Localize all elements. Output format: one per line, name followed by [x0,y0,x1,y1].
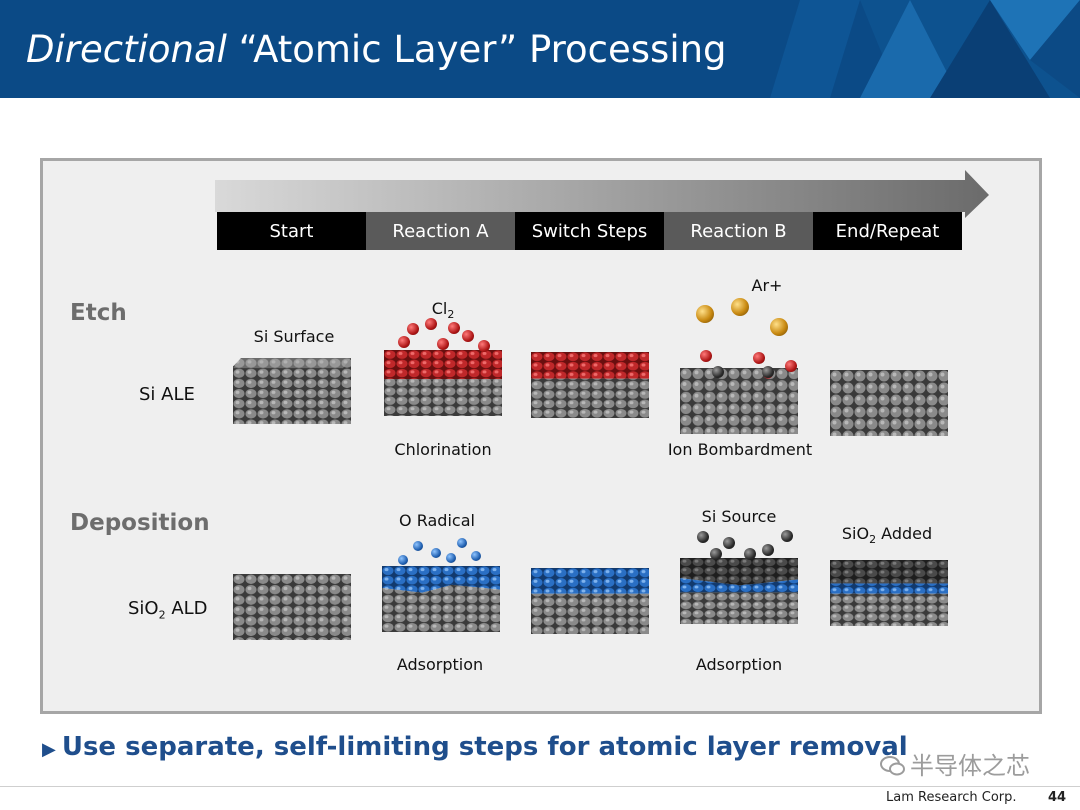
chlorine-atom [448,322,460,334]
etch-section-label: Etch [70,300,127,326]
deposition-section-label: Deposition [70,510,210,536]
si-source-caption: Si Source [701,507,777,526]
company-name: Lam Research Corp. [886,790,1017,805]
adsorption-caption-a: Adsorption [396,655,484,674]
argon-ion [696,305,714,323]
chlorine-atom [785,360,797,372]
process-arrow [215,170,989,218]
silicon-source-molecule [697,531,709,543]
sio2-ald-row-label: SiO2 ALD [128,598,208,622]
sio2-ald-label-sub: 2 [158,608,166,622]
page-title: Directional “Atomic Layer” Processing [26,28,727,71]
oxygen-radical [398,555,408,565]
ion-bombarded-crystal [680,368,798,434]
si-adsorbed-crystal [680,558,798,624]
deposition-start-crystal [233,574,351,640]
oxygen-radical [446,553,456,563]
sio2-added-sub: 2 [869,533,877,547]
chlorinated-crystal [384,350,502,416]
oxygen-radical [413,541,423,551]
step-start: Start [217,212,366,250]
chlorine-atom [462,330,474,342]
triangle-right-icon: ▶ [42,739,56,760]
silicon-chloride-product [762,366,774,378]
slide-header: Directional “Atomic Layer” Processing [0,0,1080,98]
oxygen-radical [431,548,441,558]
silicon-source-molecule [762,544,774,556]
step-end-repeat: End/Repeat [813,212,962,250]
si-ale-row-label: Si ALE [139,384,195,405]
switch-step-etch-crystal [531,352,649,418]
sio2-ald-label-rest: ALD [165,598,208,619]
step-switch-steps: Switch Steps [515,212,664,250]
cl2-caption-base: Cl [431,299,448,318]
oxygen-radical [471,551,481,561]
chlorination-caption: Chlorination [394,440,492,459]
wechat-icon [880,756,905,776]
o-adsorbed-crystal [382,566,500,632]
chlorine-atom [753,352,765,364]
ar-plus-caption: Ar+ [751,276,783,295]
chlorine-atom [700,350,712,362]
silicon-source-molecule [744,548,756,560]
silicon-chloride-product [712,366,724,378]
sio2-added-caption: SiO2 Added [842,524,932,546]
etch-end-crystal [830,370,948,436]
oxygen-radical [457,538,467,548]
process-steps: Start Reaction A Switch Steps Reaction B… [217,212,962,250]
o-radical-caption: O Radical [399,511,475,530]
adsorption-caption-b: Adsorption [695,655,783,674]
silicon-source-molecule [781,530,793,542]
footer-divider [0,786,1080,787]
chlorine-atom [398,336,410,348]
step-reaction-b: Reaction B [664,212,813,250]
chlorine-atom [478,340,490,352]
header-triangles-decoration [770,0,1080,98]
ion-bombardment-caption: Ion Bombardment [667,440,813,459]
chlorine-atom [437,338,449,350]
silicon-source-molecule [723,537,735,549]
si-surface-crystal [233,358,351,424]
watermark-text: 半导体之芯 [910,752,1030,780]
switch-step-deposition-crystal [531,568,649,634]
chlorine-atom [425,318,437,330]
sio2-added-rest: Added [876,524,933,543]
argon-ion [731,298,749,316]
sio2-added-crystal [830,560,948,626]
chlorine-atom [407,323,419,335]
title-italic-part: Directional [26,28,227,71]
argon-ion [770,318,788,336]
cl2-caption: Cl2 [432,299,455,321]
page-number: 44 [1048,790,1067,805]
tagline-text: Use separate, self-limiting steps for at… [61,732,908,762]
slide-tagline: ▶Use separate, self-limiting steps for a… [42,732,908,762]
cl2-caption-sub: 2 [447,308,455,322]
title-rest: “Atomic Layer” Processing [226,28,727,71]
silicon-source-molecule [710,548,722,560]
watermark: 半导体之芯 [880,746,1030,781]
si-surface-caption: Si Surface [253,327,335,346]
step-reaction-a: Reaction A [366,212,515,250]
sio2-ald-label-base: SiO [128,598,159,619]
sio2-added-base: SiO [841,524,870,543]
